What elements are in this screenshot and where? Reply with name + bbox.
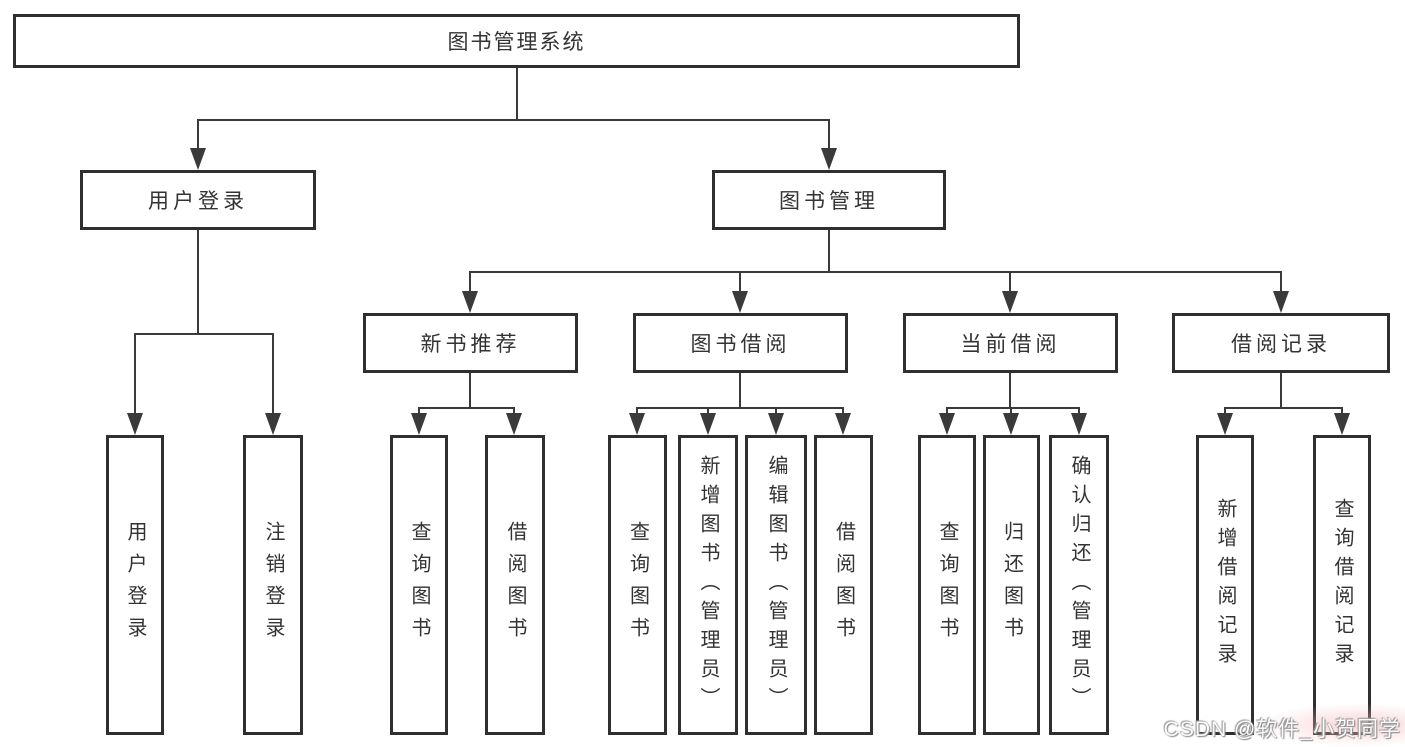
node-leaf-user-login: 用户登录 [106,435,164,735]
arrowhead-down-icon [1334,413,1350,435]
node-label: 借阅记录 [1231,333,1331,356]
arrowhead-down-icon [821,148,837,170]
arrowhead-down-icon [190,148,206,170]
connector-line [1009,373,1011,409]
node-label: 当前借阅 [960,333,1061,356]
node-label: 用户登录 [124,521,146,649]
node-leaf-borrow-books-1: 借阅图书 [485,435,545,735]
node-label: 新增图书（管理员） [697,454,719,716]
connector-line [418,407,420,415]
arrowhead-down-icon [732,291,748,313]
arrowhead-down-icon [265,413,281,435]
connector-line [197,119,830,121]
node-current-borrow: 当前借阅 [903,313,1118,373]
connector-line [739,271,741,293]
connector-line [1078,407,1080,415]
arrowhead-down-icon [768,413,784,435]
node-label: 确认归还（管理员） [1068,454,1090,716]
connector-line [1341,407,1343,415]
node-leaf-query-borrow-record: 查询借阅记录 [1313,435,1371,735]
node-leaf-logout: 注销登录 [243,435,303,735]
connector-line [739,373,741,409]
watermark: CSDN @软件_小贺同学 [1163,718,1401,741]
connector-line [469,271,471,293]
node-label: 新增借阅记录 [1214,498,1236,672]
node-label: 编辑图书（管理员） [765,454,787,716]
connector-line [775,407,777,415]
connector-line [516,68,518,120]
node-book-management: 图书管理 [712,170,946,230]
node-label: 图书管理 [779,190,879,213]
connector-line [946,407,1080,409]
arrowhead-down-icon [629,413,645,435]
connector-line [197,230,199,334]
node-label: 新书推荐 [420,333,521,356]
node-borrow-records: 借阅记录 [1172,313,1390,373]
node-label: 借阅图书 [504,521,526,649]
node-label: 查询图书 [408,521,430,649]
arrowhead-down-icon [1002,291,1018,313]
connector-line [1280,271,1282,293]
connector-line [197,119,199,150]
node-label: 查询图书 [936,521,958,649]
connector-line [828,119,830,150]
node-leaf-add-books-admin: 新增图书（管理员） [678,435,738,735]
node-leaf-add-borrow-record: 新增借阅记录 [1196,435,1254,735]
connector-line [272,333,274,415]
node-root: 图书管理系统 [13,14,1020,68]
node-root-label: 图书管理系统 [447,31,586,54]
connector-line [842,407,844,415]
connector-line [636,407,638,415]
connector-line [469,373,471,409]
connector-line [636,407,844,409]
connector-line [469,271,1282,273]
node-label: 图书借阅 [690,333,791,356]
node-label: 注销登录 [262,521,284,649]
connector-line [134,333,274,335]
connector-line [513,407,515,415]
node-label: 查询借阅记录 [1331,498,1353,672]
connector-line [707,407,709,415]
node-leaf-query-books-2: 查询图书 [608,435,667,735]
node-leaf-edit-books-admin: 编辑图书（管理员） [745,435,807,735]
arrowhead-down-icon [1217,413,1233,435]
node-leaf-query-books-3: 查询图书 [918,435,976,735]
arrowhead-down-icon [1003,413,1019,435]
arrowhead-down-icon [700,413,716,435]
connector-line [134,333,136,415]
arrowhead-down-icon [1273,291,1289,313]
connector-line [1224,407,1226,415]
connector-line [1010,407,1012,415]
arrowhead-down-icon [835,413,851,435]
node-leaf-query-books-1: 查询图书 [390,435,448,735]
connector-line [1009,271,1011,293]
arrowhead-down-icon [1071,413,1087,435]
connector-line [946,407,948,415]
arrowhead-down-icon [127,413,143,435]
connector-line [1224,407,1343,409]
arrowhead-down-icon [411,413,427,435]
node-label: 查询图书 [626,521,649,649]
node-user-login: 用户登录 [80,170,316,230]
node-new-book-recommend: 新书推荐 [363,313,578,373]
node-leaf-borrow-books-2: 借阅图书 [814,435,873,735]
arrowhead-down-icon [506,413,522,435]
node-label: 用户登录 [148,190,248,213]
node-label: 借阅图书 [832,521,855,649]
node-leaf-confirm-return-admin: 确认归还（管理员） [1049,435,1109,735]
arrowhead-down-icon [462,291,478,313]
connector-line [1280,373,1282,409]
arrowhead-down-icon [939,413,955,435]
connector-line [828,230,830,273]
node-book-borrow: 图书借阅 [633,313,848,373]
node-leaf-return-books: 归还图书 [983,435,1040,735]
connector-line [418,407,515,409]
node-label: 归还图书 [1000,521,1023,649]
